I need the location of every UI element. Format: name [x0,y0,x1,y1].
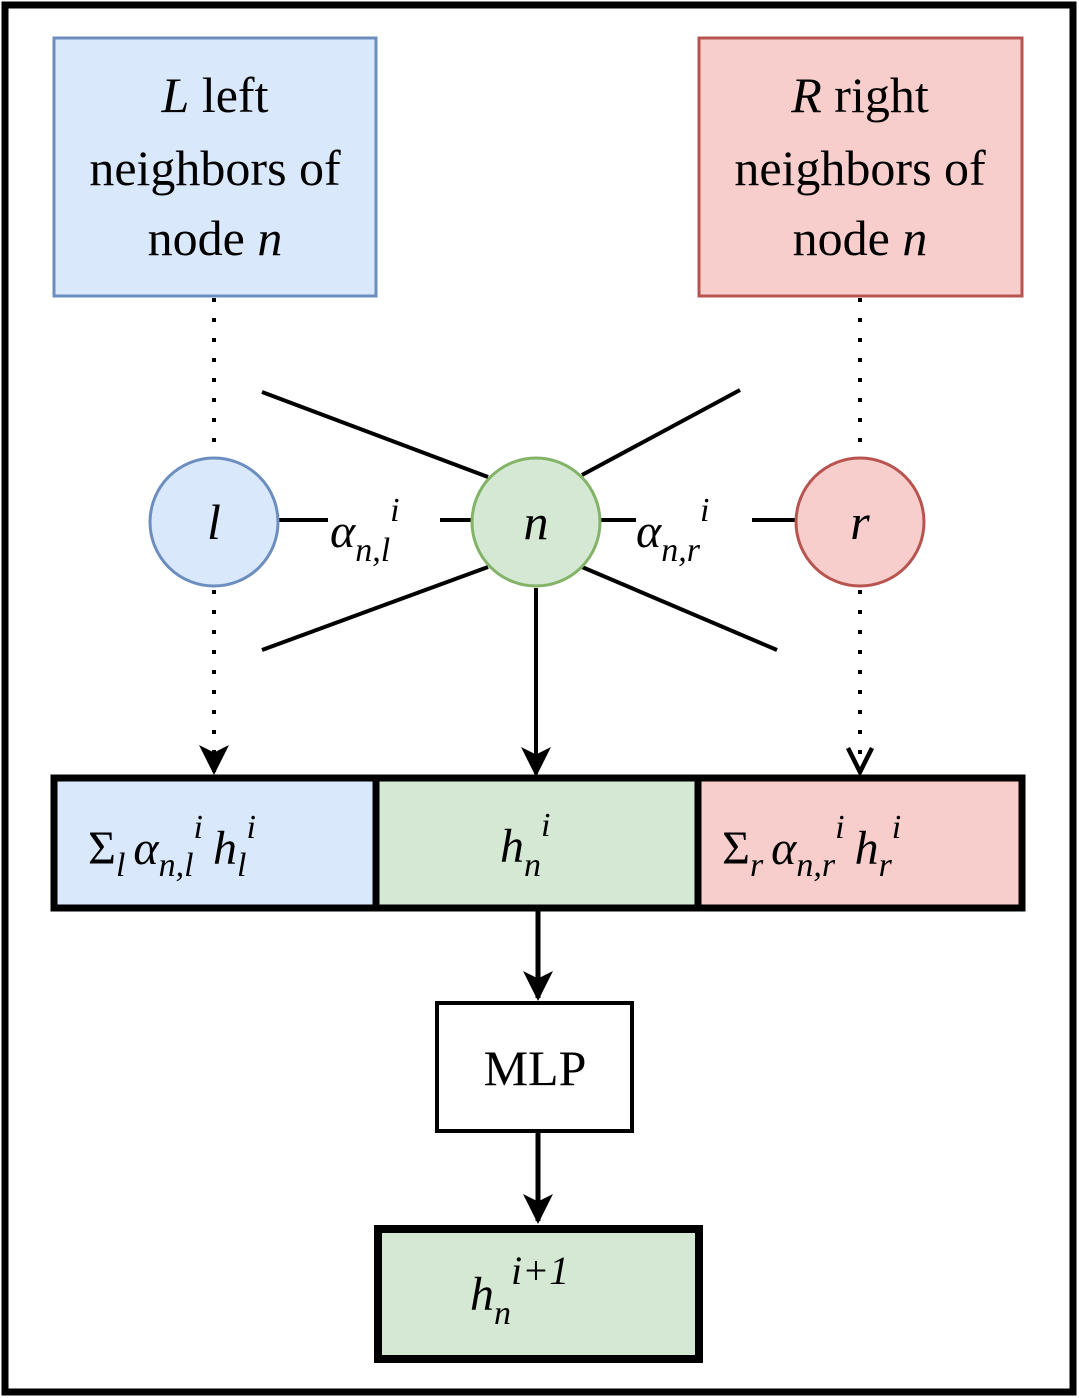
left-neighbors-box [52,36,378,298]
node-n [470,456,602,588]
left-box-line3: node n [148,210,283,266]
right-box-line1: R right [790,67,929,123]
node-r-label: r [850,494,870,550]
edge-bottom-left [261,565,489,652]
edge-label-alpha-n-r: αn,ri [636,492,709,569]
left-box-line1: L left [161,67,269,123]
right-box-line2: neighbors of [734,140,986,196]
concat-center-formula: hni [500,807,550,884]
edge-top-left [261,390,489,479]
node-l [148,456,280,588]
mlp-box [435,1001,634,1133]
node-n-label: n [524,494,549,550]
left-box-line2: neighbors of [89,140,341,196]
concat-right-cell [694,774,1026,912]
concat-left-cell [50,774,380,912]
mlp-label: MLP [484,1040,587,1096]
edge-bottom-right [581,565,778,652]
concat-center-cell [372,774,702,912]
edge-label-alpha-n-l: αn,li [330,492,400,569]
right-box-line3: node n [793,210,928,266]
node-r [794,456,926,588]
right-neighbors-box [697,36,1024,298]
output-box [374,1225,703,1363]
output-formula: hni+1 [470,1248,569,1332]
node-l-label: l [207,494,221,550]
edge-top-right [581,388,741,477]
